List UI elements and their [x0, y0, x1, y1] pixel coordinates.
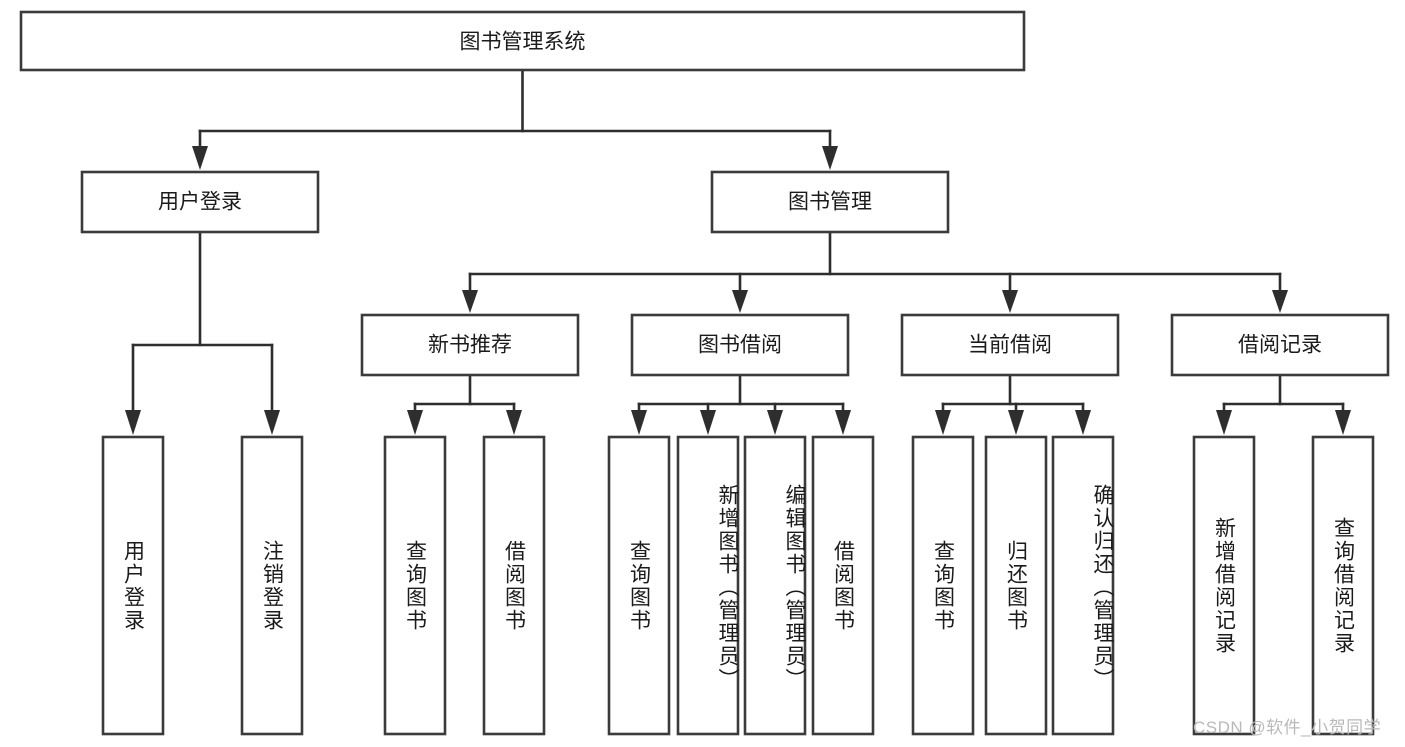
arrow-head-leaf-add-borrow-record [1216, 410, 1232, 435]
node-book-borrow[interactable]: 图书借阅 [630, 313, 850, 377]
node-leaf-add-borrow-record-box[interactable] [1192, 435, 1256, 736]
arrow-head-current-borrow [1002, 290, 1018, 313]
node-borrow-record-label: 借阅记录 [1238, 334, 1322, 357]
arrow-head-new-book-recommend [462, 290, 478, 313]
node-user-login[interactable]: 用户登录 [80, 170, 320, 234]
node-root-box[interactable] [19, 10, 1026, 72]
arrow-head-leaf-query-borrow-record [1335, 410, 1351, 435]
node-book-management-label: 图书管理 [788, 191, 872, 214]
node-leaf-confirm-return-admin-box[interactable] [1051, 435, 1115, 736]
arrow-head-leaf-borrow-book [835, 410, 851, 435]
node-user-login-label: 用户登录 [158, 191, 242, 214]
node-leaf-logout-login-box[interactable] [240, 435, 304, 736]
arrow-head-leaf-logout-login [264, 410, 280, 435]
arrow-head-book-borrow [732, 290, 748, 313]
node-leaf-borrow-book-recommend-box[interactable] [482, 435, 546, 736]
node-leaf-borrow-book-box[interactable] [811, 435, 875, 736]
arrow-head-leaf-user-login [125, 410, 141, 435]
node-leaf-query-borrow-record-box[interactable] [1311, 435, 1375, 736]
csdn-watermark: CSDN @软件_小贺同学 [1193, 718, 1382, 737]
arrow-head-leaf-query-book-current [935, 410, 951, 435]
arrow-head-leaf-query-book-borrow [631, 410, 647, 435]
node-book-borrow-box[interactable] [630, 313, 850, 377]
arrow-head-user-login [192, 146, 208, 170]
node-new-book-recommend-box[interactable] [360, 313, 580, 377]
arrow-head-leaf-query-book-recommend [407, 410, 423, 435]
node-leaf-return-book-box[interactable] [984, 435, 1048, 736]
node-root[interactable]: 图书管理系统 [19, 10, 1026, 72]
node-book-management[interactable]: 图书管理 [710, 170, 950, 234]
arrow-head-borrow-record [1272, 290, 1288, 313]
arrow-head-leaf-return-book [1008, 410, 1024, 435]
arrow-head-leaf-confirm-return-admin [1075, 410, 1091, 435]
node-leaf-query-book-current-box[interactable] [911, 435, 975, 736]
node-root-label: 图书管理系统 [460, 31, 586, 54]
arrow-head-leaf-edit-book-admin [767, 410, 783, 435]
node-borrow-record[interactable]: 借阅记录 [1170, 313, 1390, 377]
node-leaf-user-login-box[interactable] [101, 435, 165, 736]
node-leaf-query-book-recommend-box[interactable] [383, 435, 447, 736]
node-current-borrow-label: 当前借阅 [968, 334, 1052, 357]
connector-layer [125, 68, 1351, 435]
node-book-borrow-label: 图书借阅 [698, 334, 782, 357]
node-new-book-recommend-label: 新书推荐 [428, 334, 512, 357]
node-leaf-edit-book-admin-box[interactable] [743, 435, 807, 736]
node-current-borrow-box[interactable] [900, 313, 1120, 377]
node-borrow-record-box[interactable] [1170, 313, 1390, 377]
node-user-login-box[interactable] [80, 170, 320, 234]
node-leaf-query-book-borrow-box[interactable] [607, 435, 671, 736]
leaf-box-layer [101, 435, 1375, 736]
node-new-book-recommend[interactable]: 新书推荐 [360, 313, 580, 377]
arrow-head-leaf-borrow-book-recommend [506, 410, 522, 435]
node-leaf-add-book-admin-box[interactable] [676, 435, 740, 736]
arrow-head-leaf-add-book-admin [700, 410, 716, 435]
node-book-management-box[interactable] [710, 170, 950, 234]
node-current-borrow[interactable]: 当前借阅 [900, 313, 1120, 377]
arrow-head-book-management [822, 146, 838, 170]
